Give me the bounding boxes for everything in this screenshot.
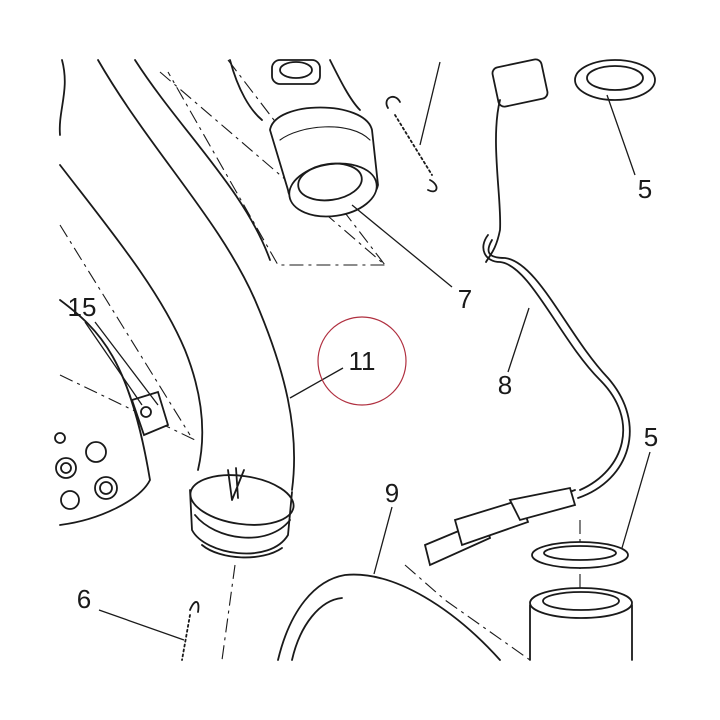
highlight-circle: [317, 316, 407, 406]
callout-9: 9: [385, 478, 399, 508]
oxygen-sensor[interactable]: [423, 58, 631, 567]
spring-top[interactable]: [385, 95, 438, 193]
intake-hose[interactable]: [58, 59, 297, 559]
callout-5-top: 5: [638, 174, 652, 204]
mounting-plate: [54, 299, 151, 526]
callout-7: 7: [458, 284, 472, 314]
callout-6: 6: [77, 584, 91, 614]
spring-bottom[interactable]: [181, 601, 200, 661]
coupling-sleeve[interactable]: [229, 59, 380, 222]
gasket-ring-bottom[interactable]: [531, 541, 629, 569]
exhaust-box[interactable]: [277, 573, 501, 661]
callout-8: 8: [498, 370, 512, 400]
leader-lines: [84, 61, 651, 641]
callout-11: 11: [349, 346, 376, 376]
callout-5-bottom: 5: [644, 422, 658, 452]
callout-15: 15: [68, 292, 97, 322]
gasket-ring-top[interactable]: [574, 59, 656, 101]
exhaust-pipe-stub[interactable]: [529, 587, 633, 661]
